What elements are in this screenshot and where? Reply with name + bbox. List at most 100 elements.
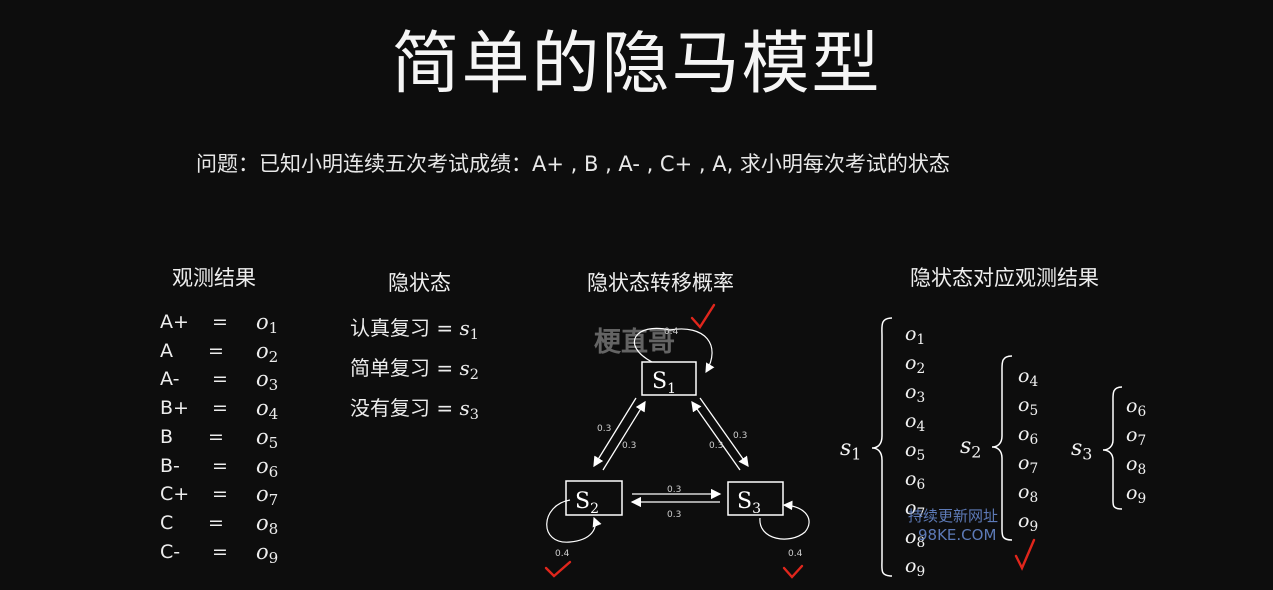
emission-obs-letter: o [905, 526, 917, 548]
observation-symbol-letter: o [256, 482, 269, 507]
node-s2-box [565, 480, 623, 516]
node-s3-label: S3 [737, 489, 761, 517]
observation-row: B=o5 [160, 423, 300, 452]
observation-symbol: o7 [256, 480, 278, 514]
observation-symbol-letter: o [256, 539, 269, 564]
observation-symbol: o6 [256, 452, 278, 486]
observation-symbol: o8 [256, 509, 278, 543]
prob-s3-to-s2: 0.3 [667, 510, 681, 520]
observation-row: C=o8 [160, 509, 300, 538]
brace-s2 [991, 355, 1013, 541]
question-text: 问题：已知小明连续五次考试成绩：A+ , B , A- , C+ , A, 求小… [196, 152, 950, 176]
observation-symbol: o4 [256, 394, 278, 428]
emission-obs-item: o8 [905, 523, 925, 552]
heading-emissions: 隐状态对应观测结果 [910, 266, 1099, 290]
emission-obs-letter: o [905, 555, 917, 577]
observation-equals: = [212, 454, 228, 477]
emission-obs-letter: o [1018, 452, 1030, 474]
emission-obs-index: 7 [1137, 432, 1147, 449]
node-s3-box [727, 481, 784, 516]
checkmark-icon [690, 303, 716, 329]
emission-obs-letter: o [1018, 394, 1030, 416]
emission-obs-letter: o [905, 352, 917, 374]
observation-symbol-letter: o [256, 396, 269, 421]
observation-equals: = [212, 311, 228, 333]
emission-obs-item: o8 [1126, 450, 1146, 479]
observation-symbol-index: 7 [268, 491, 279, 510]
observation-equals: = [208, 425, 224, 448]
emission-obs-letter: o [1018, 481, 1030, 503]
watermark-line1: 持续更新网址 [908, 507, 999, 525]
hidden-state-row: 没有复习 = s3 [350, 388, 479, 428]
hidden-state-row: 简单复习 = s2 [350, 348, 479, 388]
observation-equals: = [212, 483, 228, 506]
observation-symbol: o1 [256, 308, 278, 342]
emission-obs-item: o5 [1018, 391, 1038, 420]
arrow-s1-to-s3 [699, 397, 749, 468]
emission-obs-letter: o [905, 323, 917, 345]
arrow-s3-to-s1 [691, 400, 741, 471]
observation-grade: C+ [160, 483, 190, 506]
node-s2-label: S2 [575, 489, 599, 517]
prob-s3-to-s1: 0.3 [709, 441, 723, 451]
emission-obs-index: 1 [916, 331, 926, 348]
checkmark-icon [544, 560, 572, 578]
observation-symbol-index: 3 [268, 376, 279, 395]
emission-obs-index: 2 [916, 360, 926, 377]
observation-symbol-letter: o [256, 510, 269, 535]
observation-equals: = [208, 339, 224, 362]
observation-equals: = [212, 368, 228, 391]
emission-obs-item: o1 [905, 320, 925, 349]
emission-obs-item: o9 [1126, 479, 1146, 508]
emission-obs-item: o7 [1126, 421, 1146, 450]
hidden-state-symbol: s3 [459, 396, 478, 423]
emission-obs-letter: o [905, 468, 917, 490]
emission-obs-index: 7 [916, 505, 926, 522]
emission-obs-item: o8 [1018, 478, 1038, 507]
observation-equals: = [212, 540, 228, 563]
emission-obs-index: 7 [1029, 460, 1039, 477]
observation-symbol-letter: o [256, 424, 269, 449]
emission-obs-index: 5 [916, 447, 926, 464]
hidden-state-symbol-index: 1 [469, 327, 479, 344]
hidden-state-equals: = [436, 316, 454, 340]
emission-obs-letter: o [1018, 423, 1030, 445]
hidden-state-label: 简单复习 [350, 356, 430, 380]
observation-symbol-index: 4 [268, 405, 279, 424]
emission-obs-letter: o [1018, 510, 1030, 532]
observation-symbol-index: 8 [268, 520, 279, 539]
emission-obs-index: 4 [1029, 373, 1039, 390]
checkmark-icon [782, 564, 804, 579]
s3-self-loop [759, 500, 810, 540]
emission-obs-letter: o [1126, 453, 1138, 475]
observation-symbol-index: 9 [268, 548, 279, 567]
observation-symbol-letter: o [256, 338, 269, 363]
emission-obs-item: o6 [905, 465, 925, 494]
emission-obs-item: o7 [905, 494, 925, 523]
emission-obs-letter: o [1126, 482, 1138, 504]
prob-s1-to-s2: 0.3 [597, 424, 611, 434]
emission-obs-letter: o [905, 497, 917, 519]
heading-hidden-states: 隐状态 [388, 271, 451, 295]
observation-grade: A+ [160, 311, 189, 333]
prob-s3-self: 0.4 [788, 549, 803, 559]
prob-s1-to-s3: 0.3 [733, 431, 747, 441]
observation-row: A+=o1 [160, 308, 300, 337]
observation-symbol-letter: o [256, 367, 269, 392]
prob-s2-to-s3: 0.3 [667, 485, 681, 495]
node-s1-box [641, 361, 697, 396]
observation-grade: B+ [160, 397, 189, 420]
emission-s2-label: s2 [960, 434, 982, 462]
observation-row: C-=o9 [160, 538, 300, 567]
observation-symbol-letter: o [256, 453, 269, 478]
observation-equals: = [208, 511, 224, 534]
observation-row: A-=o3 [160, 365, 300, 395]
emission-obs-index: 8 [1029, 489, 1039, 506]
hidden-state-equals: = [436, 396, 454, 420]
slide-title: 简单的隐马模型 [391, 25, 882, 104]
emission-obs-item: o4 [905, 407, 925, 436]
s2-self-loop [546, 499, 602, 543]
hidden-state-equals: = [436, 356, 454, 380]
emission-obs-item: o3 [905, 378, 925, 407]
